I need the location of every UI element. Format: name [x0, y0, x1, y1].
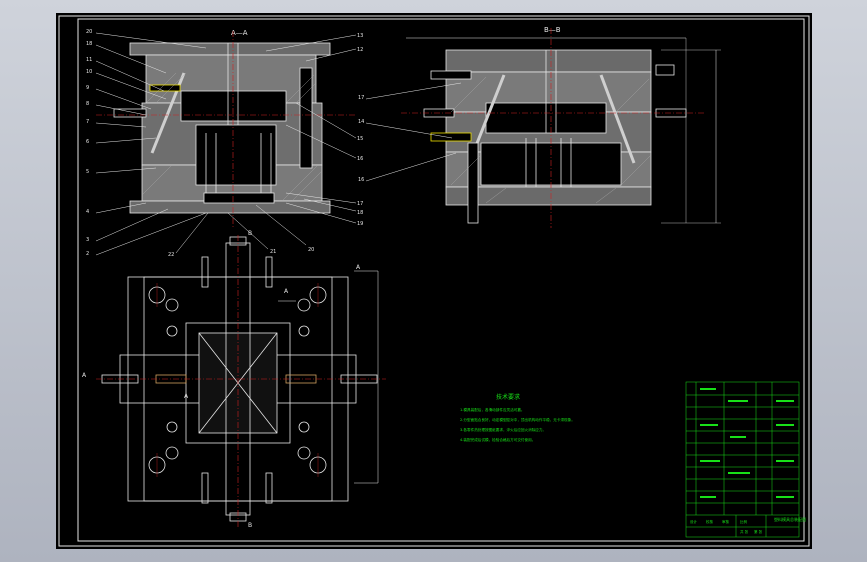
callout-label: 18 [357, 210, 363, 216]
callout-label: 15 [357, 136, 363, 142]
callout-label: 10 [86, 69, 92, 75]
callout-label: 9 [86, 85, 89, 91]
callout-label: 12 [357, 47, 363, 53]
section-aa-view: A—A [96, 29, 356, 228]
section-mark: B [248, 522, 252, 529]
plan-view-marks: B B A A A A [82, 230, 361, 529]
outer-border [58, 15, 810, 547]
callout-label: 4 [86, 209, 89, 215]
callout-label: 13 [357, 33, 363, 39]
callout-label: 11 [86, 57, 92, 63]
callout-label: 22 [168, 252, 174, 258]
callout-label: 20 [308, 247, 314, 253]
callouts-right-group [175, 34, 357, 254]
plan-view [96, 235, 386, 528]
title-block-label: 设计 [690, 519, 698, 524]
title-block: 塑料模具总装配图 设计 校核 审核 比例 共 张 第 张 [685, 381, 806, 538]
technical-notes: 技术要求 1.模具装配后，各滑动部件应灵活可靠。 2.分型面贴合良好，动定模型腔… [460, 393, 575, 442]
callout-label: 6 [86, 139, 89, 145]
inner-border [77, 18, 805, 542]
title-block-label: 第 张 [754, 529, 763, 534]
notes-title: 技术要求 [496, 393, 520, 401]
callout-label: 7 [86, 119, 89, 125]
section-mark: A [356, 264, 361, 271]
notes-line: 2.分型面贴合良好，动定模型腔对中，顶出机构动作平稳，无卡滞现象。 [460, 417, 575, 422]
callout-label: 20 [86, 29, 92, 35]
section-bb-view: B—B [401, 26, 721, 228]
callout-label: 18 [86, 41, 92, 47]
callout-label: 3 [86, 237, 89, 243]
drawing-sheet[interactable]: A—A [56, 13, 812, 549]
callouts-left-labels: 20 18 11 10 9 8 7 6 5 4 3 2 [86, 29, 92, 257]
callouts-left-group [95, 32, 207, 256]
callout-label: 17 [358, 95, 364, 101]
section-mark: B [248, 230, 252, 237]
callout-label: 16 [357, 156, 363, 162]
title-block-header: 塑料模具总装配图 [774, 516, 806, 522]
callout-label: 2 [86, 251, 89, 257]
title-block-label: 审核 [722, 519, 730, 524]
callouts-mid-group [365, 82, 462, 182]
section-aa-title: A—A [231, 29, 248, 37]
callout-label: 17 [357, 201, 363, 207]
title-block-label: 共 张 [740, 529, 749, 534]
notes-line: 1.模具装配后，各滑动部件应灵活可靠。 [460, 407, 525, 412]
callouts-right-labels: 13 12 15 16 17 18 19 20 21 22 [168, 33, 363, 258]
section-mark: A [184, 393, 189, 400]
notes-line: 4.装配完成后试模，检验合格后方可交付使用。 [460, 437, 535, 442]
callout-label: 8 [86, 101, 89, 107]
callout-label: 14 [358, 119, 364, 125]
callout-label: 21 [270, 249, 276, 255]
callout-label: 19 [357, 221, 363, 227]
notes-line: 3.各零件热处理按图纸要求，淬火后应回火消除应力。 [460, 427, 546, 432]
section-bb-title: B—B [544, 26, 561, 34]
title-block-label: 校核 [706, 519, 714, 524]
callouts-mid-labels: 17 14 16 [358, 95, 364, 183]
callout-label: 5 [86, 169, 89, 175]
section-mark: A [284, 288, 289, 295]
callout-label: 16 [358, 177, 364, 183]
title-block-label: 比例 [740, 519, 748, 524]
section-mark: A [82, 372, 87, 379]
cad-drawing-canvas[interactable]: A—A [56, 13, 812, 549]
